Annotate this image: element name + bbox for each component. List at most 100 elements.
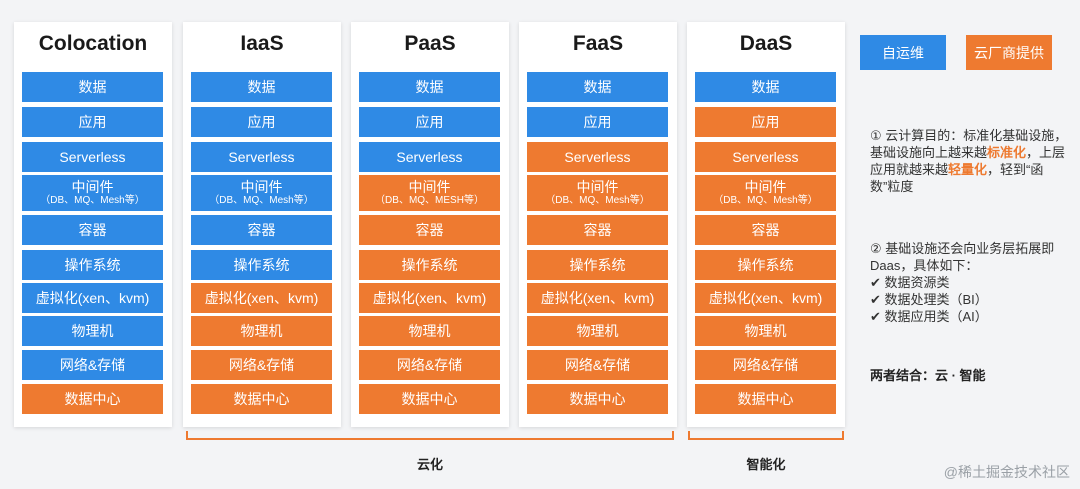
layer-box: 操作系统 [527, 250, 668, 280]
layer-label: Serverless [564, 149, 631, 165]
legend-self-ops: 自运维 [860, 35, 946, 70]
layer-box: Serverless [695, 142, 836, 172]
layer-box: 数据中心 [359, 384, 500, 414]
layer-box: 容器 [527, 215, 668, 245]
layer-box: 应用 [527, 107, 668, 137]
layer-label: 虚拟化(xen、kvm) [204, 290, 319, 306]
point1-suffix: ，轻到“函数”粒度 [870, 162, 1044, 194]
layer-box: 物理机 [527, 316, 668, 346]
layer-box: 虚拟化(xen、kvm) [359, 283, 500, 313]
column-title: DaaS [739, 32, 793, 55]
layer-label: 物理机 [408, 323, 451, 339]
layer-label: 中间件 [576, 179, 619, 195]
layer-box: 操作系统 [191, 250, 332, 280]
layer-box: 数据中心 [22, 384, 163, 414]
layer-box: 应用 [695, 107, 836, 137]
column-title: FaaS [572, 32, 624, 55]
column-title: PaaS [404, 32, 456, 55]
column-title: IaaS [240, 32, 284, 55]
description-point-1: ① 云计算目的：标准化基础设施，基础设施向上越来越标准化，上层应用就越来越轻量化… [870, 127, 1070, 195]
bracket-label-cloudification: 云化 [416, 457, 443, 472]
layer-box: 中间件（DB、MQ、Mesh等） [22, 175, 163, 211]
layer-label: 中间件 [408, 179, 451, 195]
layer-box: 数据中心 [191, 384, 332, 414]
layer-label: 容器 [583, 222, 612, 238]
layer-label: 容器 [78, 222, 107, 238]
layer-label: 虚拟化(xen、kvm) [540, 290, 655, 306]
layer-label: 物理机 [576, 323, 619, 339]
layer-box: Serverless [359, 142, 500, 172]
layer-label: 数据 [78, 79, 107, 95]
layer-label: 容器 [751, 222, 780, 238]
layer-label: Serverless [228, 149, 295, 165]
layer-box: 虚拟化(xen、kvm) [527, 283, 668, 313]
layer-label: 容器 [247, 222, 276, 238]
layer-label: 虚拟化(xen、kvm) [372, 290, 487, 306]
layer-box: 物理机 [191, 316, 332, 346]
layer-label: 应用 [415, 114, 444, 130]
layer-label: Serverless [59, 149, 126, 165]
layer-box: 虚拟化(xen、kvm) [22, 283, 163, 313]
bracket-cloudification [186, 431, 674, 440]
layer-label: 网络&存储 [396, 357, 463, 373]
point2-item: ✔ 数据资源类 [870, 275, 950, 290]
layer-label: 虚拟化(xen、kvm) [708, 290, 823, 306]
legend-cloud-provider: 云厂商提供 [966, 35, 1052, 70]
layer-box: 容器 [191, 215, 332, 245]
layer-label: 数据 [247, 79, 276, 95]
layer-box: 网络&存储 [527, 350, 668, 380]
layer-box: 虚拟化(xen、kvm) [191, 283, 332, 313]
layer-label: 应用 [583, 114, 612, 130]
layer-box: 物理机 [22, 316, 163, 346]
layer-box: 数据 [359, 72, 500, 102]
layer-label: 应用 [247, 114, 276, 130]
layer-sublabel: （DB、MQ、Mesh等） [713, 195, 818, 206]
point2-intro: ② 基础设施还会向业务层拓展即Daas，具体如下： [870, 241, 1055, 273]
layer-box: 数据中心 [527, 384, 668, 414]
layer-sublabel: （DB、MQ、MESH等） [375, 195, 484, 206]
layer-label: 容器 [415, 222, 444, 238]
bracket-intelligence [688, 431, 844, 440]
column-title: Colocation [38, 32, 148, 55]
layer-box: 容器 [359, 215, 500, 245]
layer-label: 数据中心 [737, 391, 794, 407]
layer-label: 数据 [751, 79, 780, 95]
layer-label: 数据中心 [64, 391, 121, 407]
layer-box: 中间件（DB、MQ、Mesh等） [695, 175, 836, 211]
layer-box: 容器 [695, 215, 836, 245]
layer-sublabel: （DB、MQ、Mesh等） [545, 195, 650, 206]
layer-box: 网络&存储 [191, 350, 332, 380]
layer-label: Serverless [732, 149, 799, 165]
layer-box: 数据 [527, 72, 668, 102]
layer-label: 数据中心 [233, 391, 290, 407]
column-faas: FaaS 数据应用 Serverless 中间件（DB、MQ、Mesh等） 容器操作系… [519, 22, 677, 427]
layer-box: 操作系统 [22, 250, 163, 280]
layer-label: 应用 [751, 114, 780, 130]
layer-box: 中间件（DB、MQ、MESH等） [359, 175, 500, 211]
layer-label: 网络&存储 [564, 357, 631, 373]
layer-label: 物理机 [744, 323, 787, 339]
watermark: @稀土掘金技术社区 [943, 464, 1070, 480]
layer-box: 应用 [22, 107, 163, 137]
bracket-label-intelligence: 智能化 [746, 457, 786, 472]
layer-sublabel: （DB、MQ、Mesh等） [40, 195, 145, 206]
layer-box: 数据 [695, 72, 836, 102]
layer-label: 网络&存储 [732, 357, 799, 373]
layer-box: 中间件（DB、MQ、Mesh等） [191, 175, 332, 211]
layer-label: 操作系统 [569, 257, 626, 273]
layer-box: 应用 [191, 107, 332, 137]
layer-label: 网络&存储 [228, 357, 295, 373]
point1-mid: ，上层应用就越来越 [870, 145, 1066, 177]
description-point-2: ② 基础设施还会向业务层拓展即Daas，具体如下： ✔ 数据资源类 ✔ 数据处理… [870, 240, 1070, 325]
layer-label: 数据 [583, 79, 612, 95]
layer-box: 网络&存储 [359, 350, 500, 380]
layer-box: 数据中心 [695, 384, 836, 414]
point2-item: ✔ 数据处理类（BI） [870, 292, 988, 307]
highlight-lightweight: 轻量化 [948, 162, 988, 177]
layer-label: 网络&存储 [59, 357, 126, 373]
column-iaas: IaaS 数据应用 Serverless 中间件（DB、MQ、Mesh等） 容器操作系… [183, 22, 341, 427]
layer-label: 虚拟化(xen、kvm) [35, 290, 150, 306]
point1-prefix: ① 云计算目的：标准化基础设施，基础设施向上越来越 [870, 128, 1068, 160]
